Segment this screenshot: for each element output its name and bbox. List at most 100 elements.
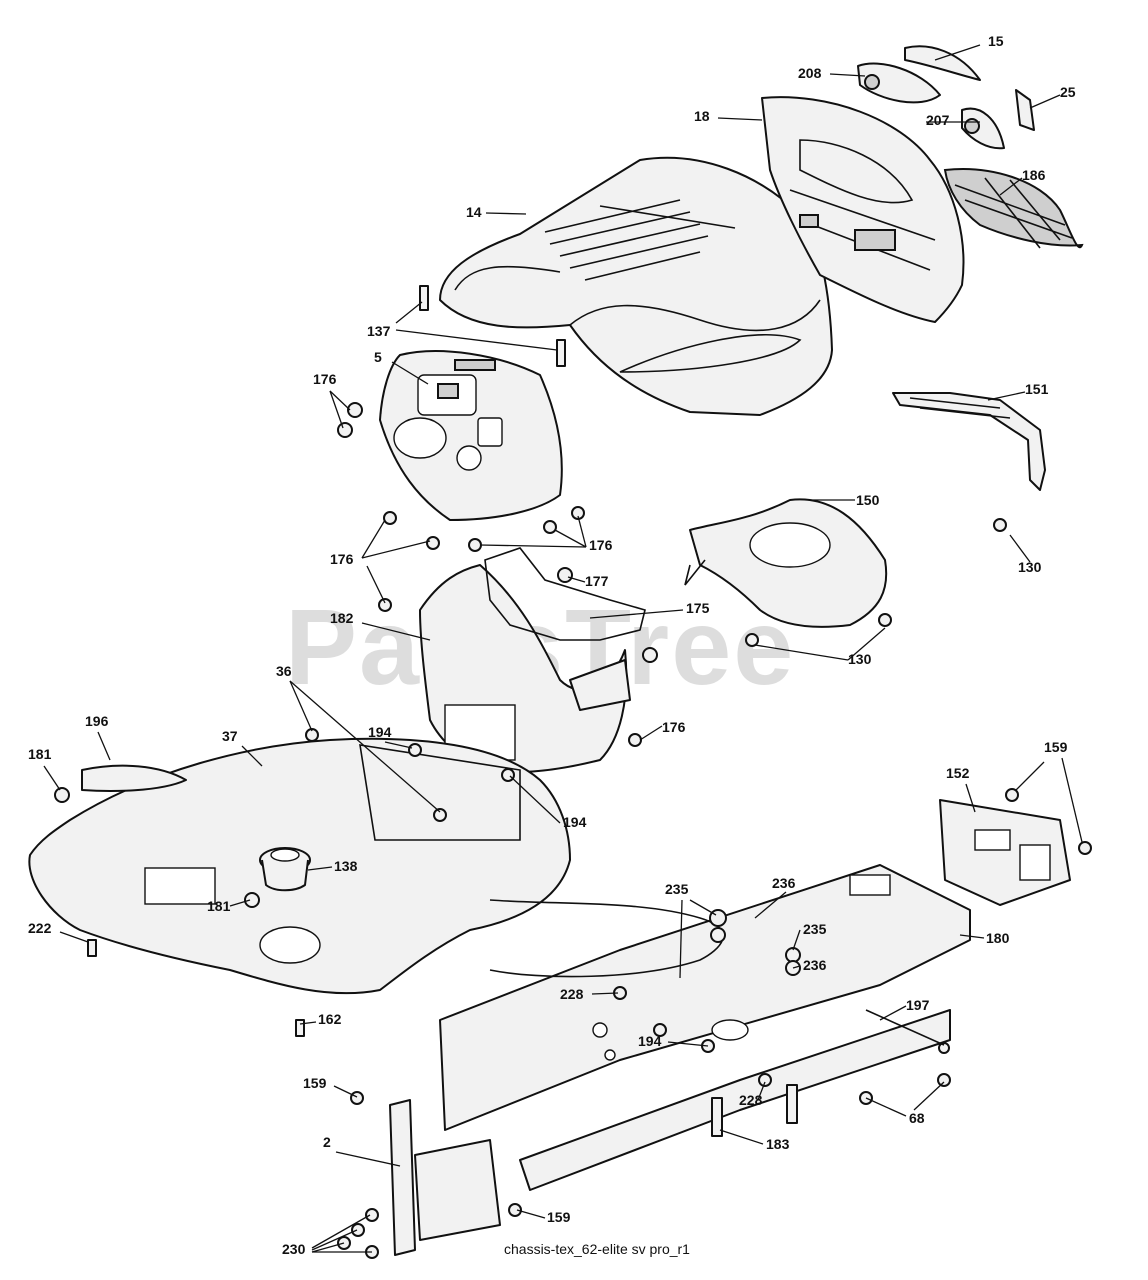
callout-lower-panel[interactable]: 182	[330, 610, 354, 626]
callout-bracket[interactable]: 151	[1025, 381, 1049, 397]
leader-frame-screw	[1061, 757, 1083, 843]
headlight-drawings	[857, 45, 1035, 150]
leader-lens-small	[1029, 94, 1061, 109]
leader-fuel-cap	[307, 866, 333, 871]
callout-rod[interactable]: 197	[906, 997, 930, 1013]
callout-grommet[interactable]: 177	[585, 573, 609, 589]
callout-bolt-2[interactable]: 228	[739, 1092, 763, 1108]
callout-spacer[interactable]: 235	[665, 881, 689, 897]
fuel-cap-drawing	[259, 847, 311, 892]
leader-bolt-set	[311, 1214, 371, 1249]
callout-nut[interactable]: 181	[28, 746, 52, 762]
callout-fender-trim[interactable]: 196	[85, 713, 109, 729]
grille-housing-drawing	[761, 96, 965, 323]
leader-shroud-screw	[754, 644, 849, 661]
leader-hood-pad-1	[395, 329, 558, 351]
callout-rear-bracket[interactable]: 152	[946, 765, 970, 781]
callout-frame[interactable]: 180	[986, 930, 1010, 946]
leader-frame-bolt	[333, 1085, 358, 1098]
callout-panel-screw[interactable]: 176	[662, 719, 686, 735]
callout-spacer-2[interactable]: 235	[803, 921, 827, 937]
callout-dash-panel[interactable]: 5	[374, 349, 382, 365]
leader-clip	[329, 390, 351, 411]
callout-bushing[interactable]: 194	[563, 814, 587, 830]
callout-screw-2[interactable]: 222	[28, 920, 52, 936]
callout-headlight-left[interactable]: 208	[798, 65, 822, 81]
leader-shroud-screw-1	[847, 627, 886, 661]
callout-hood-pad[interactable]: 137	[367, 323, 391, 339]
callout-support-bracket[interactable]: 175	[686, 600, 710, 616]
leader-grille-housing	[717, 117, 763, 121]
callout-lock-nut[interactable]: 194	[368, 724, 392, 740]
leader-nut-3	[667, 1041, 709, 1047]
leader-bracket	[987, 391, 1026, 401]
hood-drawing	[419, 156, 833, 416]
callout-hood-bolt[interactable]: 36	[276, 663, 292, 679]
leader-hood-pad	[395, 301, 423, 324]
diagram-caption: chassis-tex_62-elite sv pro_r1	[504, 1241, 690, 1257]
leader-support-bracket	[589, 609, 684, 619]
callout-frame-bolt[interactable]: 159	[303, 1075, 327, 1091]
leader-stud	[719, 1129, 764, 1145]
leader-spacer-1	[689, 899, 717, 916]
leader-bolt	[299, 1021, 317, 1025]
callout-fuel-cap[interactable]: 138	[334, 858, 358, 874]
callout-fender[interactable]: 37	[222, 728, 238, 744]
leader-carriage-bolt	[865, 1097, 907, 1117]
callout-frame-screw[interactable]: 159	[1044, 739, 1068, 755]
leader-dash-panel	[391, 361, 429, 385]
callout-washer[interactable]: 236	[772, 875, 796, 891]
leader-dash-screw-1	[361, 519, 386, 559]
leader-lock-nut	[384, 741, 413, 749]
callout-nut-2[interactable]: 181	[207, 898, 231, 914]
callout-screw-3[interactable]: 159	[547, 1209, 571, 1225]
callout-front-bracket[interactable]: 2	[323, 1134, 331, 1150]
callout-air-shroud[interactable]: 150	[856, 492, 880, 508]
leader-screw-3	[516, 1209, 546, 1219]
callout-grille-housing[interactable]: 18	[694, 108, 710, 124]
leader-clip-1	[329, 390, 344, 429]
callout-stud[interactable]: 183	[766, 1136, 790, 1152]
hardware-drawings	[54, 402, 1092, 1259]
leader-hood-bolt	[289, 680, 313, 732]
mesh-grille-drawing	[943, 168, 1084, 249]
callout-mesh-grille[interactable]: 186	[1022, 167, 1046, 183]
leader-grommet	[567, 576, 586, 583]
callout-bolt[interactable]: 162	[318, 1011, 342, 1027]
callout-dash-screw[interactable]: 176	[330, 551, 354, 567]
callout-screw[interactable]: 130	[1018, 559, 1042, 575]
leader-nut-2	[229, 899, 251, 907]
leader-hood-bolt-1	[289, 680, 441, 813]
callout-dash-clip[interactable]: 176	[589, 537, 613, 553]
leader-hex-screw	[591, 992, 619, 995]
leader-dash-screw-2	[366, 565, 386, 604]
leader-dash-clip-2	[577, 515, 587, 548]
callout-headlight-right[interactable]: 207	[926, 112, 950, 128]
bracket-151-drawing	[892, 392, 1046, 491]
leader-bolt-set-1	[311, 1229, 358, 1251]
leader-bushing	[509, 775, 561, 824]
callout-bolt-set[interactable]: 230	[282, 1241, 306, 1257]
callouts: 15 208 25 18 207 186 14 137 5 176 151 150 130 176 176 1…	[28, 33, 1083, 1257]
callout-shroud-screw[interactable]: 130	[848, 651, 872, 667]
leader-mesh-grille	[999, 177, 1023, 196]
leader-screw-2	[59, 931, 89, 943]
leader-fender	[241, 745, 263, 767]
callout-nut-3[interactable]: 194	[638, 1033, 662, 1049]
callout-hex-screw[interactable]: 228	[560, 986, 584, 1002]
frame-drawing	[389, 799, 1071, 1256]
leader-headlight-left	[829, 73, 866, 77]
callout-washer-2[interactable]: 236	[803, 957, 827, 973]
callout-lens-small[interactable]: 25	[1060, 84, 1076, 100]
leader-bolt-set-2	[311, 1242, 345, 1253]
leader-nut	[43, 765, 61, 791]
leader-screw	[1009, 534, 1031, 563]
leader-fender-trim	[97, 731, 111, 761]
callout-carriage-bolt[interactable]: 68	[909, 1110, 925, 1126]
callout-lens-cover[interactable]: 15	[988, 33, 1004, 49]
leader-lens-cover	[934, 44, 981, 61]
callout-clip[interactable]: 176	[313, 371, 337, 387]
leader-panel-screw	[639, 725, 663, 741]
callout-hood[interactable]: 14	[466, 204, 482, 220]
